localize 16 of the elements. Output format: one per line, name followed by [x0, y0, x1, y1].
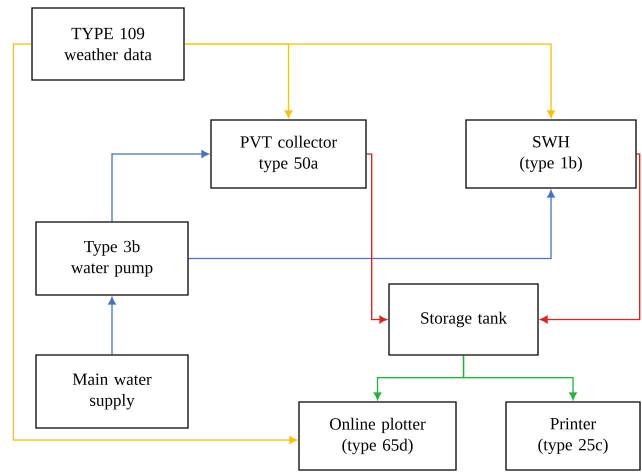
- arrow: [540, 153, 640, 324]
- process-box: Main water supply: [35, 354, 189, 429]
- process-box: TYPE 109 weather data: [31, 7, 185, 81]
- process-box: SWH (type 1b): [465, 119, 637, 189]
- arrow: [366, 153, 387, 324]
- process-box: Online plotter (type 65d): [298, 401, 457, 471]
- arrow: [184, 43, 555, 118]
- arrow: [462, 356, 577, 400]
- arrow: [188, 190, 555, 260]
- process-box: Printer (type 25c): [505, 401, 641, 471]
- arrow: [12, 43, 297, 444]
- process-box: Type 3b water pump: [35, 221, 189, 296]
- process-box: PVT collector type 50a: [210, 119, 367, 189]
- arrow: [111, 150, 209, 222]
- process-box: Storage tank: [388, 283, 539, 356]
- arrow: [108, 297, 116, 354]
